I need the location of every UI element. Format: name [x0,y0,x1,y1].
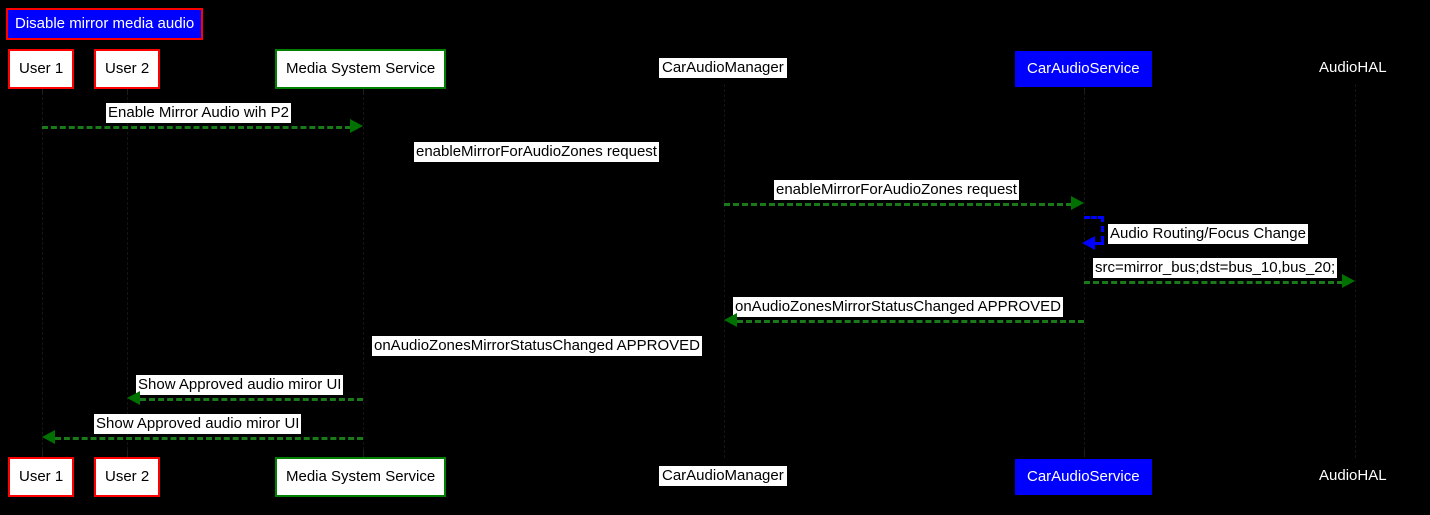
participant-bottom-user1[interactable]: User 1 [8,457,75,497]
participant-bottom-car-audio-manager[interactable]: CarAudioManager [659,466,787,486]
message-label-src-dst-routing: src=mirror_bus;dst=bus_10,bus_20; [1093,258,1338,278]
message-label-on-audio-zones-mirror-status-changed-2: onAudioZonesMirrorStatusChanged APPROVED [372,336,703,356]
lifeline-stub-car-audio-service [1084,88,1085,95]
arrow-head-left-icon [127,391,140,405]
arrow-head-left-icon [1082,236,1095,250]
lifeline-car-audio-service [1084,92,1086,450]
arrow-head-left-icon [42,430,55,444]
message-line-on-audio-zones-mirror-status-changed-1 [737,320,1084,323]
participant-bottom-audio-hal[interactable]: AudioHAL [1319,467,1387,484]
lifeline-car-audio-manager [724,84,726,458]
message-label-audio-routing-focus-change: Audio Routing/Focus Change [1108,224,1308,244]
lifeline-stub-user1 [42,88,43,95]
participant-top-car-audio-manager[interactable]: CarAudioManager [659,58,787,78]
lifeline-stub-media-system-service [363,88,364,95]
participant-top-user2[interactable]: User 2 [94,49,161,89]
lifeline-audio-hal [1355,84,1357,458]
message-label-show-approved-audio-mirror-ui-1: Show Approved audio miror UI [136,375,344,395]
message-label-enable-mirror-audio: Enable Mirror Audio wih P2 [106,103,291,123]
message-line-src-dst-routing [1084,281,1343,284]
lifeline-user1 [42,92,44,450]
arrow-head-right-icon [1342,274,1355,288]
message-line-enable-mirror-audio [42,126,351,129]
participant-bottom-car-audio-service[interactable]: CarAudioService [1015,459,1152,495]
message-line-show-approved-audio-mirror-ui-2 [55,437,363,440]
arrow-head-right-icon [1071,196,1084,210]
diagram-title: Disable mirror media audio [6,8,204,40]
selfloop-bottom-segment [1095,242,1104,245]
arrow-head-left-icon [724,313,737,327]
message-line-enable-mirror-for-audio-zones-request-2 [724,203,1072,206]
message-label-on-audio-zones-mirror-status-changed-1: onAudioZonesMirrorStatusChanged APPROVED [733,297,1064,317]
participant-top-audio-hal[interactable]: AudioHAL [1319,59,1387,76]
selfloop-top-segment [1084,216,1104,219]
participant-top-user1[interactable]: User 1 [8,49,75,89]
message-label-show-approved-audio-mirror-ui-2: Show Approved audio miror UI [94,414,302,434]
participant-top-car-audio-service[interactable]: CarAudioService [1015,51,1152,87]
participant-bottom-user2[interactable]: User 2 [94,457,161,497]
message-label-enable-mirror-for-audio-zones-request-1: enableMirrorForAudioZones request [414,142,659,162]
participant-top-media-system-service[interactable]: Media System Service [275,49,447,89]
arrow-head-right-icon [350,119,363,133]
lifeline-media-system-service [363,92,365,450]
participant-bottom-media-system-service[interactable]: Media System Service [275,457,447,497]
lifeline-stub-bottom-media-system-service [363,450,364,457]
lifeline-user2 [127,92,129,450]
selfloop-side-segment [1101,216,1104,242]
lifeline-stub-bottom-car-audio-service [1084,450,1085,457]
lifeline-stub-bottom-user2 [127,450,128,457]
lifeline-stub-user2 [127,88,128,95]
lifeline-stub-bottom-user1 [42,450,43,457]
message-label-enable-mirror-for-audio-zones-request-2: enableMirrorForAudioZones request [774,180,1019,200]
message-line-show-approved-audio-mirror-ui-1 [140,398,363,401]
